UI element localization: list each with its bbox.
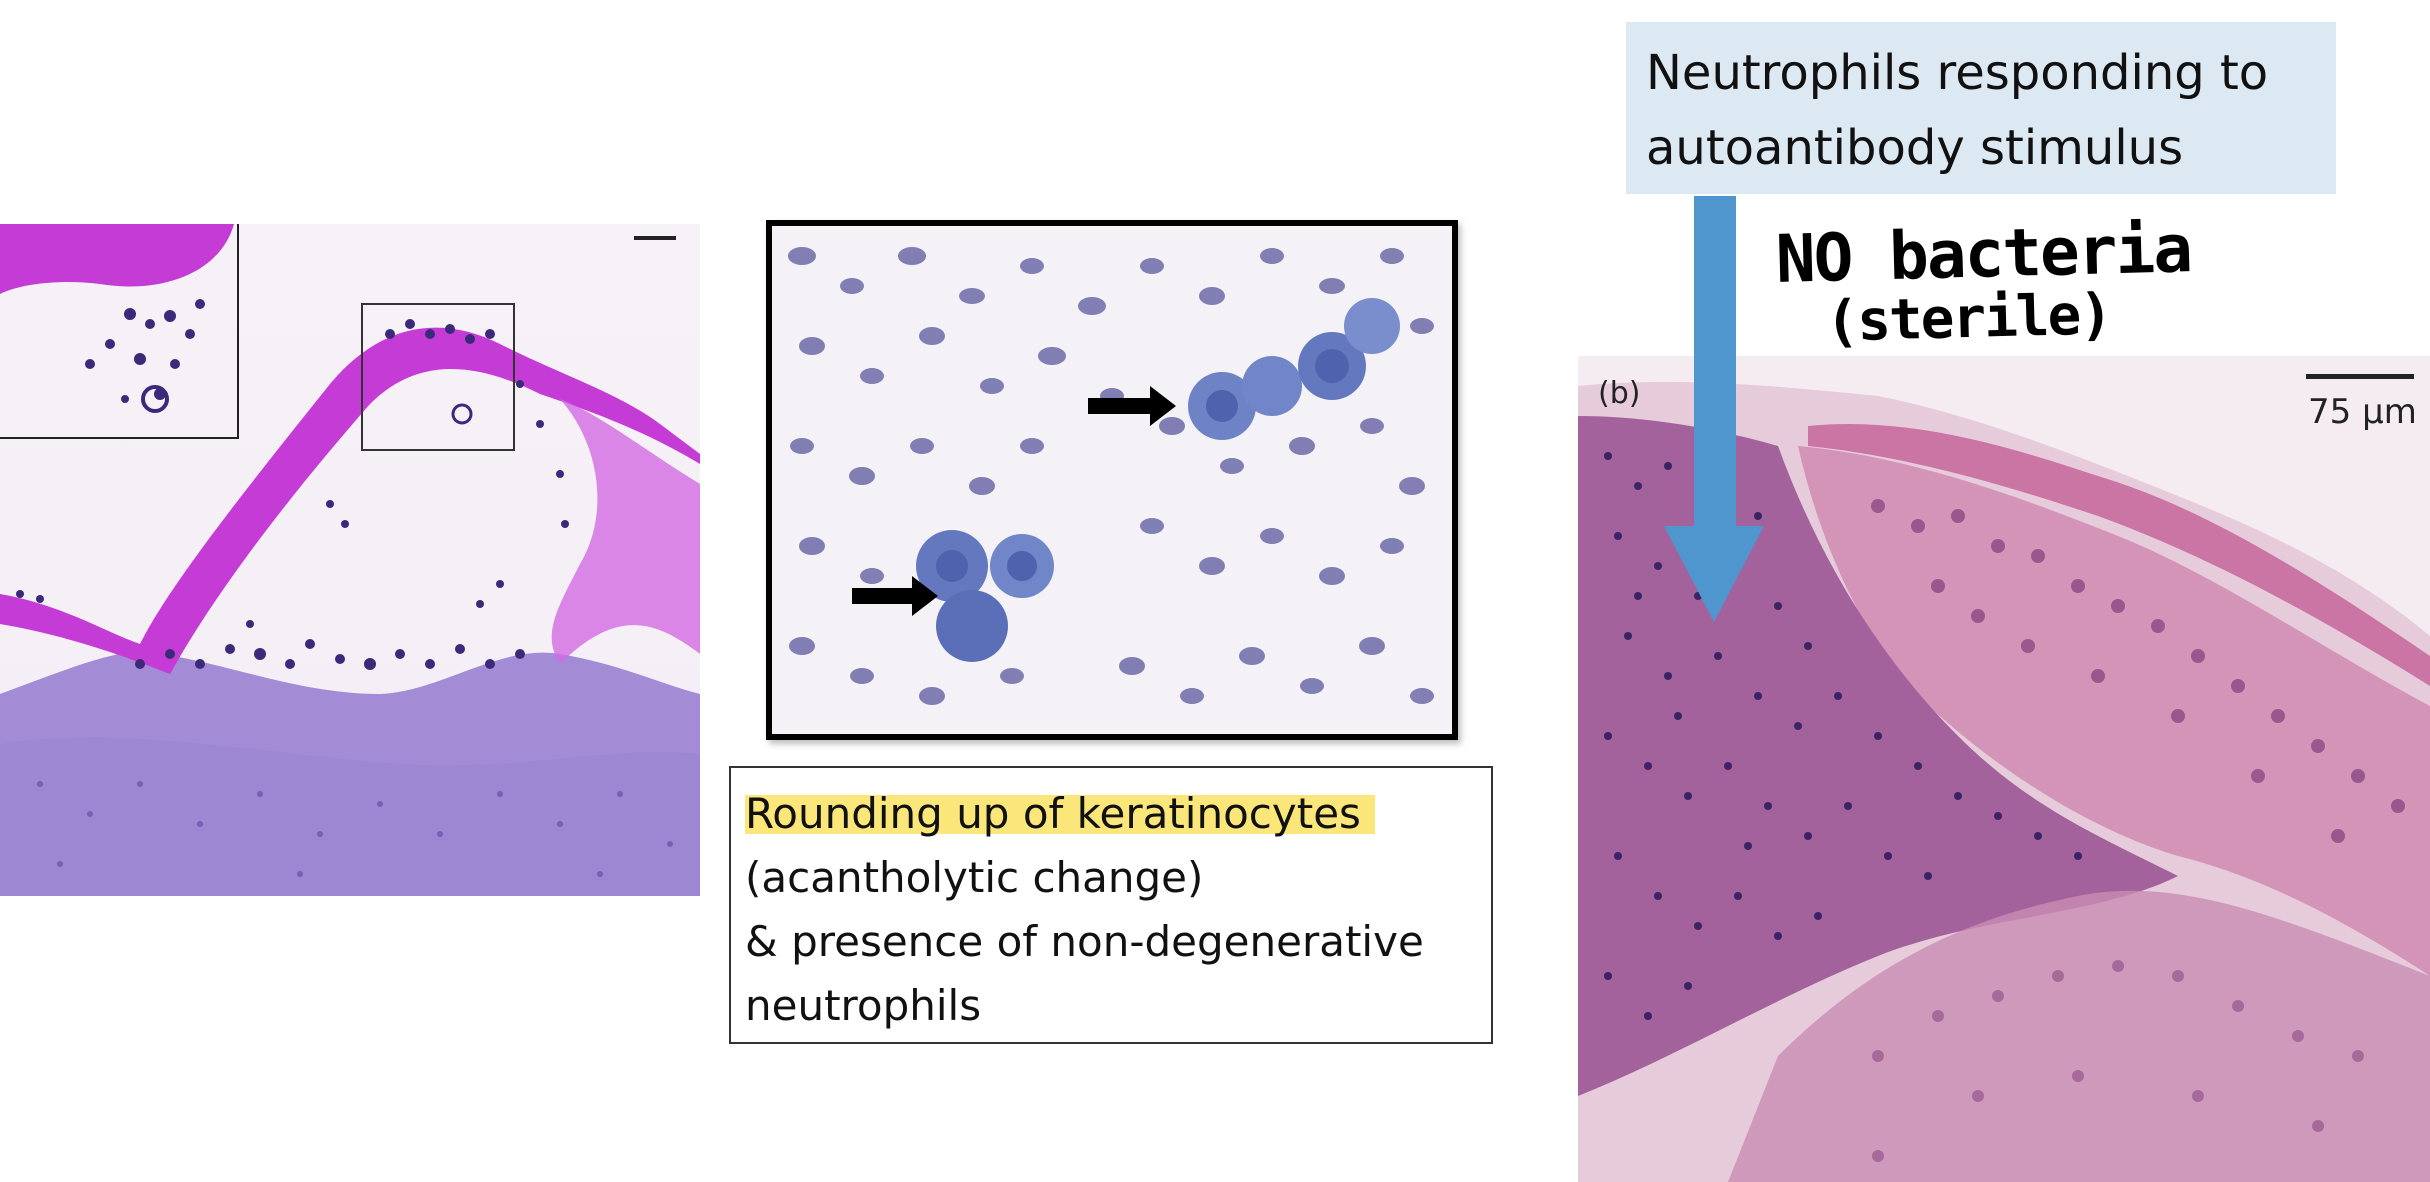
caption-box: Rounding up of keratinocytes (acantholyt… <box>729 766 1493 1044</box>
scale-label: 75 μm <box>2308 392 2417 432</box>
caption-line-3: & presence of non-degenerative <box>745 917 1424 966</box>
panel-label: (b) <box>1598 376 1641 411</box>
neutrophil-label-line-1: Neutrophils responding to <box>1646 45 2269 101</box>
neutrophil-label-line-2: autoantibody stimulus <box>1646 120 2184 176</box>
neutrophil-label-box: Neutrophils responding to autoantibody s… <box>1626 22 2336 194</box>
caption-line-2: (acantholytic change) <box>745 853 1204 902</box>
cytology-illustration <box>788 247 1434 705</box>
caption-line-4: neutrophils <box>745 981 982 1030</box>
histology-image-left <box>0 224 700 896</box>
note-line-1: NO bacteria <box>1774 210 2192 298</box>
blue-arrow-down-icon <box>1664 196 1764 622</box>
arrow-lower <box>852 576 938 616</box>
scale-bar <box>2306 374 2414 379</box>
note-line-2: (sterile) <box>1824 282 2112 355</box>
arrow-upper <box>1088 386 1176 426</box>
pustule-illustration <box>0 224 700 896</box>
cytology-image <box>766 220 1458 740</box>
handwritten-note: NO bacteria (sterile) <box>1774 210 2193 355</box>
highlighted-text: Rounding up of keratinocytes <box>745 789 1375 838</box>
caption-line-1: Rounding up of keratinocytes <box>745 782 1477 846</box>
